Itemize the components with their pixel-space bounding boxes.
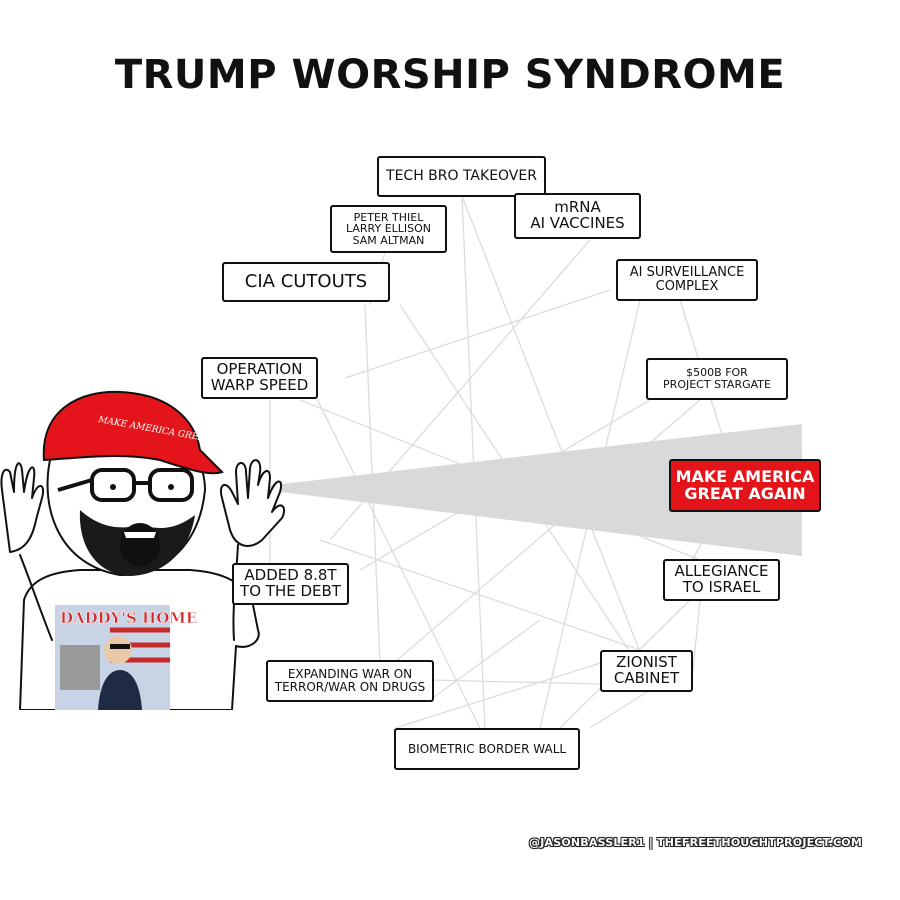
label-tech-bro-takeover: TECH BRO TAKEOVER bbox=[377, 156, 546, 197]
label-added-debt: ADDED 8.8T TO THE DEBT bbox=[232, 563, 349, 605]
label-zionist-cabinet: ZIONIST CABINET bbox=[600, 650, 693, 692]
credit-watermark: @JASONBASSLER1 | THEFREETHOUGHTPROJECT.C… bbox=[529, 836, 862, 849]
label-project-stargate: $500B FOR PROJECT STARGATE bbox=[646, 358, 788, 400]
label-cia-cutouts: CIA CUTOUTS bbox=[222, 262, 390, 302]
label-biometric-border-wall: BIOMETRIC BORDER WALL bbox=[394, 728, 580, 770]
label-allegiance-to-israel: ALLEGIANCE TO ISRAEL bbox=[663, 559, 780, 601]
label-peter-thiel: PETER THIEL LARRY ELLISON SAM ALTMAN bbox=[330, 205, 447, 253]
label-operation-warp-speed: OPERATION WARP SPEED bbox=[201, 357, 318, 399]
shirt-text: DADDY'S HOME bbox=[60, 609, 197, 627]
soyjak-character-illustration: MAKE AMERICA GREAT AGAIN DADDY'S HOME bbox=[0, 390, 286, 710]
label-ai-surveillance-complex: AI SURVEILLANCE COMPLEX bbox=[616, 259, 758, 301]
label-make-america-great-again: MAKE AMERICA GREAT AGAIN bbox=[669, 459, 821, 512]
vision-beam bbox=[248, 424, 802, 556]
label-mrna-ai-vaccines: mRNA AI VACCINES bbox=[514, 193, 641, 239]
label-expanding-war: EXPANDING WAR ON TERROR/WAR ON DRUGS bbox=[266, 660, 434, 702]
page-title: TRUMP WORSHIP SYNDROME bbox=[114, 52, 786, 98]
